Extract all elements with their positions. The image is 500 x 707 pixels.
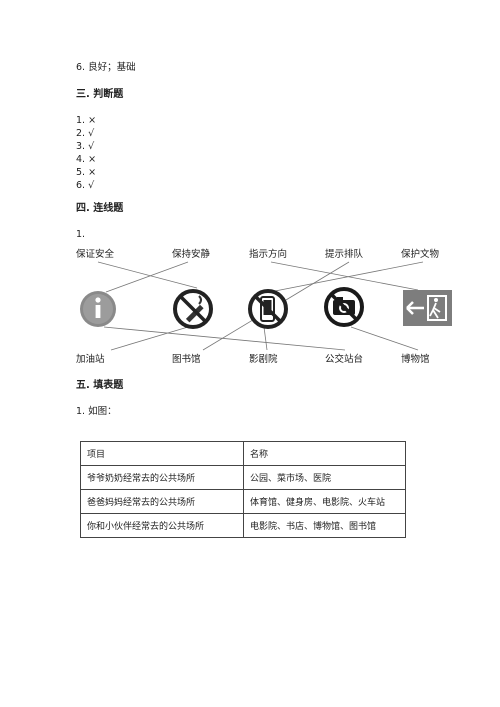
table-header-cell: 项目 [80, 441, 244, 466]
connector-line [103, 326, 346, 351]
exit-sign-icon [403, 290, 452, 326]
table-header-row: 项目 名称 [80, 441, 406, 466]
table-cell: 体育馆、健身房、电影院、火车站 [243, 489, 406, 514]
answer-item: 5. × [76, 167, 97, 178]
connector-line [350, 326, 419, 351]
judgment-answers: 1. × 2. √ 3. √ 4. × 5. × 6. √ [76, 114, 96, 192]
question-number: 1. 如图： [76, 406, 117, 417]
table-row: 你和小伙伴经常去的公共场所 电影院、书店、博物馆、图书馆 [80, 513, 406, 538]
top-label-quiet: 保持安静 [172, 249, 211, 260]
table-cell: 公园、菜市场、医院 [243, 465, 406, 490]
top-label-safety: 保证安全 [76, 249, 115, 260]
table-cell: 爸爸妈妈经常去的公共场所 [80, 489, 244, 514]
bottom-label-theater: 影剧院 [249, 354, 278, 365]
no-smoking-icon [173, 289, 213, 329]
connector-line [263, 326, 268, 351]
bottom-label-library: 图书馆 [172, 354, 201, 365]
section3-title: 三. 判断题 [76, 89, 124, 100]
bottom-label-bus-stop: 公交站台 [325, 354, 364, 365]
question-number: 1. [76, 229, 86, 240]
bottom-label-museum: 博物馆 [401, 354, 430, 365]
answer-item: 3. √ [76, 141, 95, 152]
matching-diagram [80, 261, 452, 351]
no-phone-icon [248, 289, 288, 329]
table-row: 爷爷奶奶经常去的公共场所 公园、菜市场、医院 [80, 465, 406, 490]
previous-answer-line: 6. 良好；基础 [76, 62, 136, 73]
no-camera-icon [324, 287, 364, 327]
table-header-cell: 名称 [243, 441, 406, 466]
top-label-relics: 保护文物 [401, 249, 440, 260]
connector-line [105, 261, 189, 293]
top-label-queue: 提示排队 [325, 249, 364, 260]
table-cell: 你和小伙伴经常去的公共场所 [80, 513, 244, 538]
answer-item: 4. × [76, 154, 97, 165]
connector-line [97, 261, 198, 289]
connector-line [269, 261, 424, 293]
bottom-label-gas-station: 加油站 [76, 354, 105, 365]
answer-item: 6. √ [76, 180, 95, 191]
top-label-direction: 指示方向 [249, 249, 288, 260]
section4-title: 四. 连线题 [76, 203, 124, 214]
public-places-table: 项目 名称 爷爷奶奶经常去的公共场所 公园、菜市场、医院 爸爸妈妈经常去的公共场… [80, 441, 406, 538]
table-cell: 爷爷奶奶经常去的公共场所 [80, 465, 244, 490]
section5-title: 五. 填表题 [76, 380, 124, 391]
table-cell: 电影院、书店、博物馆、图书馆 [243, 513, 406, 538]
connector-line [270, 261, 419, 291]
answer-item: 2. √ [76, 128, 95, 139]
answer-item: 1. × [76, 115, 97, 126]
table-row: 爸爸妈妈经常去的公共场所 体育馆、健身房、电影院、火车站 [80, 489, 406, 514]
connector-line [110, 326, 189, 351]
info-icon [80, 291, 116, 327]
